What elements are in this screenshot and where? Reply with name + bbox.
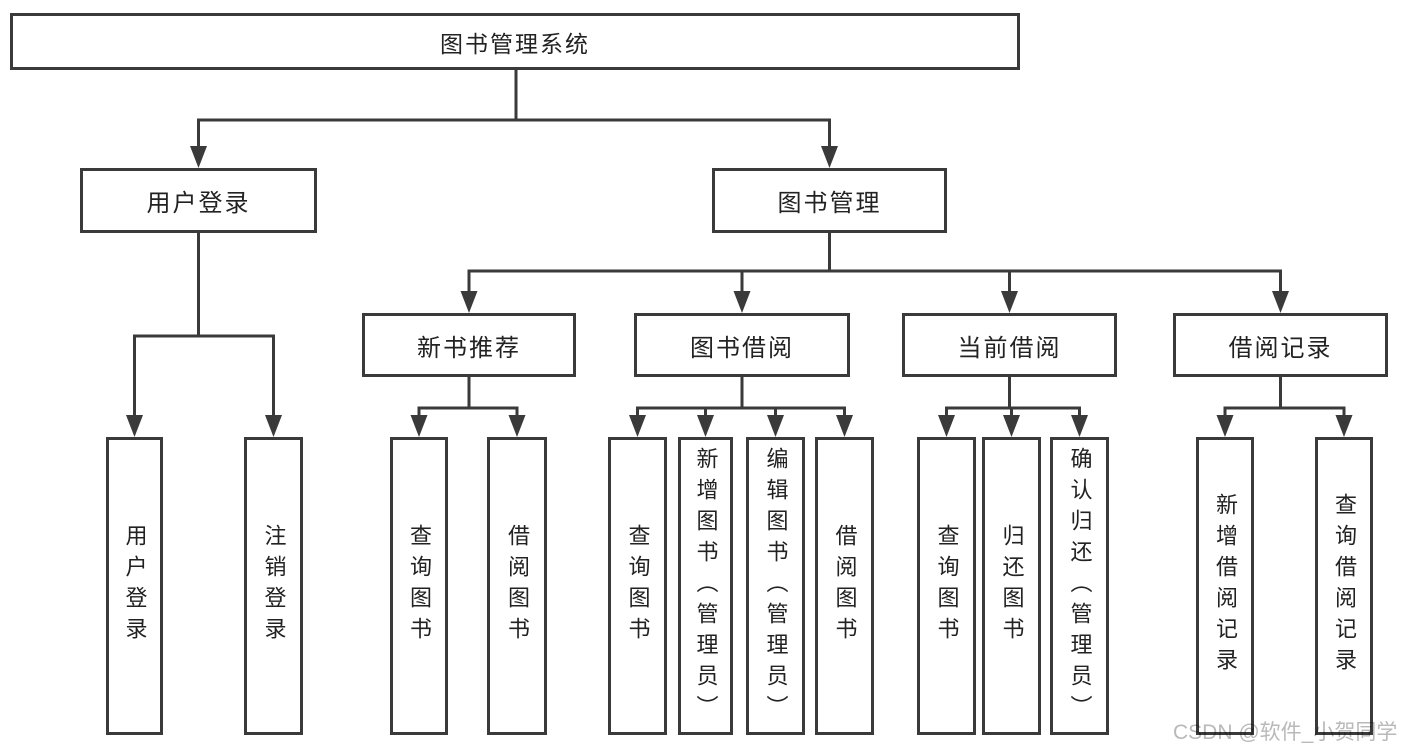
arrow-down-icon	[190, 146, 207, 168]
node-label: 图书借阅	[690, 334, 794, 362]
leaf-label: 注销登录	[261, 524, 287, 648]
arrow-down-icon	[1071, 415, 1088, 437]
leaf-label: 借阅图书	[832, 524, 858, 648]
arrow-down-icon	[1216, 415, 1234, 437]
leaf-label: 查询图书	[934, 524, 960, 648]
leaf-label: 借阅图书	[505, 524, 530, 648]
node-label: 新书推荐	[417, 334, 521, 362]
node-library-management-system: 图书管理系统	[10, 13, 1020, 70]
leaf-logout: 注销登录	[244, 437, 303, 735]
leaf-borrow-books: 借阅图书	[815, 437, 874, 735]
leaf-label: 确认归还（管理员）	[1067, 446, 1093, 726]
arrow-down-icon	[508, 415, 526, 437]
arrow-down-icon	[629, 415, 646, 437]
connector-line	[197, 70, 831, 152]
leaf-label: 新增借阅记录	[1213, 493, 1238, 679]
arrow-down-icon	[836, 415, 853, 437]
watermark: CSDN @软件_小贺同学	[1173, 721, 1398, 744]
node-current-borrowing: 当前借阅	[902, 313, 1117, 377]
node-label: 借阅记录	[1228, 334, 1333, 362]
leaf-edit-book-admin: 编辑图书（管理员）	[746, 437, 805, 735]
node-label: 当前借阅	[957, 334, 1062, 362]
arrow-down-icon	[410, 415, 428, 437]
leaf-label: 查询图书	[625, 524, 651, 648]
leaf-label: 新增图书（管理员）	[693, 446, 719, 726]
arrow-down-icon	[126, 415, 143, 437]
connector-1	[126, 233, 282, 437]
leaf-confirm-return-admin: 确认归还（管理员）	[1050, 437, 1109, 735]
connector-line	[417, 377, 519, 421]
leaf-query-borrow-record: 查询借阅记录	[1315, 437, 1373, 735]
leaf-label: 查询图书	[407, 524, 432, 648]
leaf-return-books: 归还图书	[982, 437, 1041, 735]
connector-line	[636, 377, 846, 421]
arrow-down-icon	[460, 291, 478, 313]
leaf-add-book-admin: 新增图书（管理员）	[678, 437, 733, 735]
arrow-down-icon	[1003, 415, 1020, 437]
leaf-query-books-current: 查询图书	[917, 437, 976, 735]
arrow-down-icon	[1335, 415, 1353, 437]
connector-2	[460, 233, 1289, 313]
connector-line	[1223, 377, 1346, 421]
leaf-query-books-borrow: 查询图书	[608, 437, 667, 735]
node-book-management: 图书管理	[712, 168, 947, 233]
node-label: 图书管理	[777, 190, 882, 217]
leaf-label: 查询借阅记录	[1332, 493, 1357, 679]
connector-6	[1216, 377, 1353, 437]
node-borrowing-records: 借阅记录	[1173, 313, 1388, 377]
node-label: 图书管理系统	[440, 30, 590, 57]
connector-4	[629, 377, 853, 437]
arrow-down-icon	[938, 415, 955, 437]
leaf-label: 编辑图书（管理员）	[763, 446, 789, 726]
leaf-query-books-recommend: 查询图书	[390, 437, 448, 735]
arrow-down-icon	[821, 146, 838, 168]
node-new-book-recommendation: 新书推荐	[362, 313, 576, 377]
leaf-label: 归还图书	[999, 524, 1025, 648]
arrow-down-icon	[1001, 291, 1018, 313]
connector-line	[133, 233, 275, 421]
connector-5	[938, 377, 1088, 437]
leaf-label: 用户登录	[122, 524, 148, 648]
arrow-down-icon	[697, 415, 714, 437]
connector-0	[190, 70, 838, 168]
arrow-down-icon	[767, 415, 784, 437]
arrow-down-icon	[733, 291, 751, 313]
connector-3	[410, 377, 526, 437]
node-user-login: 用户登录	[80, 168, 317, 233]
node-label: 用户登录	[146, 190, 251, 217]
leaf-borrow-books-recommend: 借阅图书	[487, 437, 547, 735]
arrow-down-icon	[265, 415, 282, 437]
arrow-down-icon	[1272, 291, 1289, 313]
leaf-user-login: 用户登录	[106, 437, 163, 735]
connector-line	[467, 233, 1282, 297]
connector-line	[945, 377, 1081, 421]
leaf-add-borrow-record: 新增借阅记录	[1196, 437, 1254, 735]
node-book-borrowing: 图书借阅	[634, 313, 850, 377]
